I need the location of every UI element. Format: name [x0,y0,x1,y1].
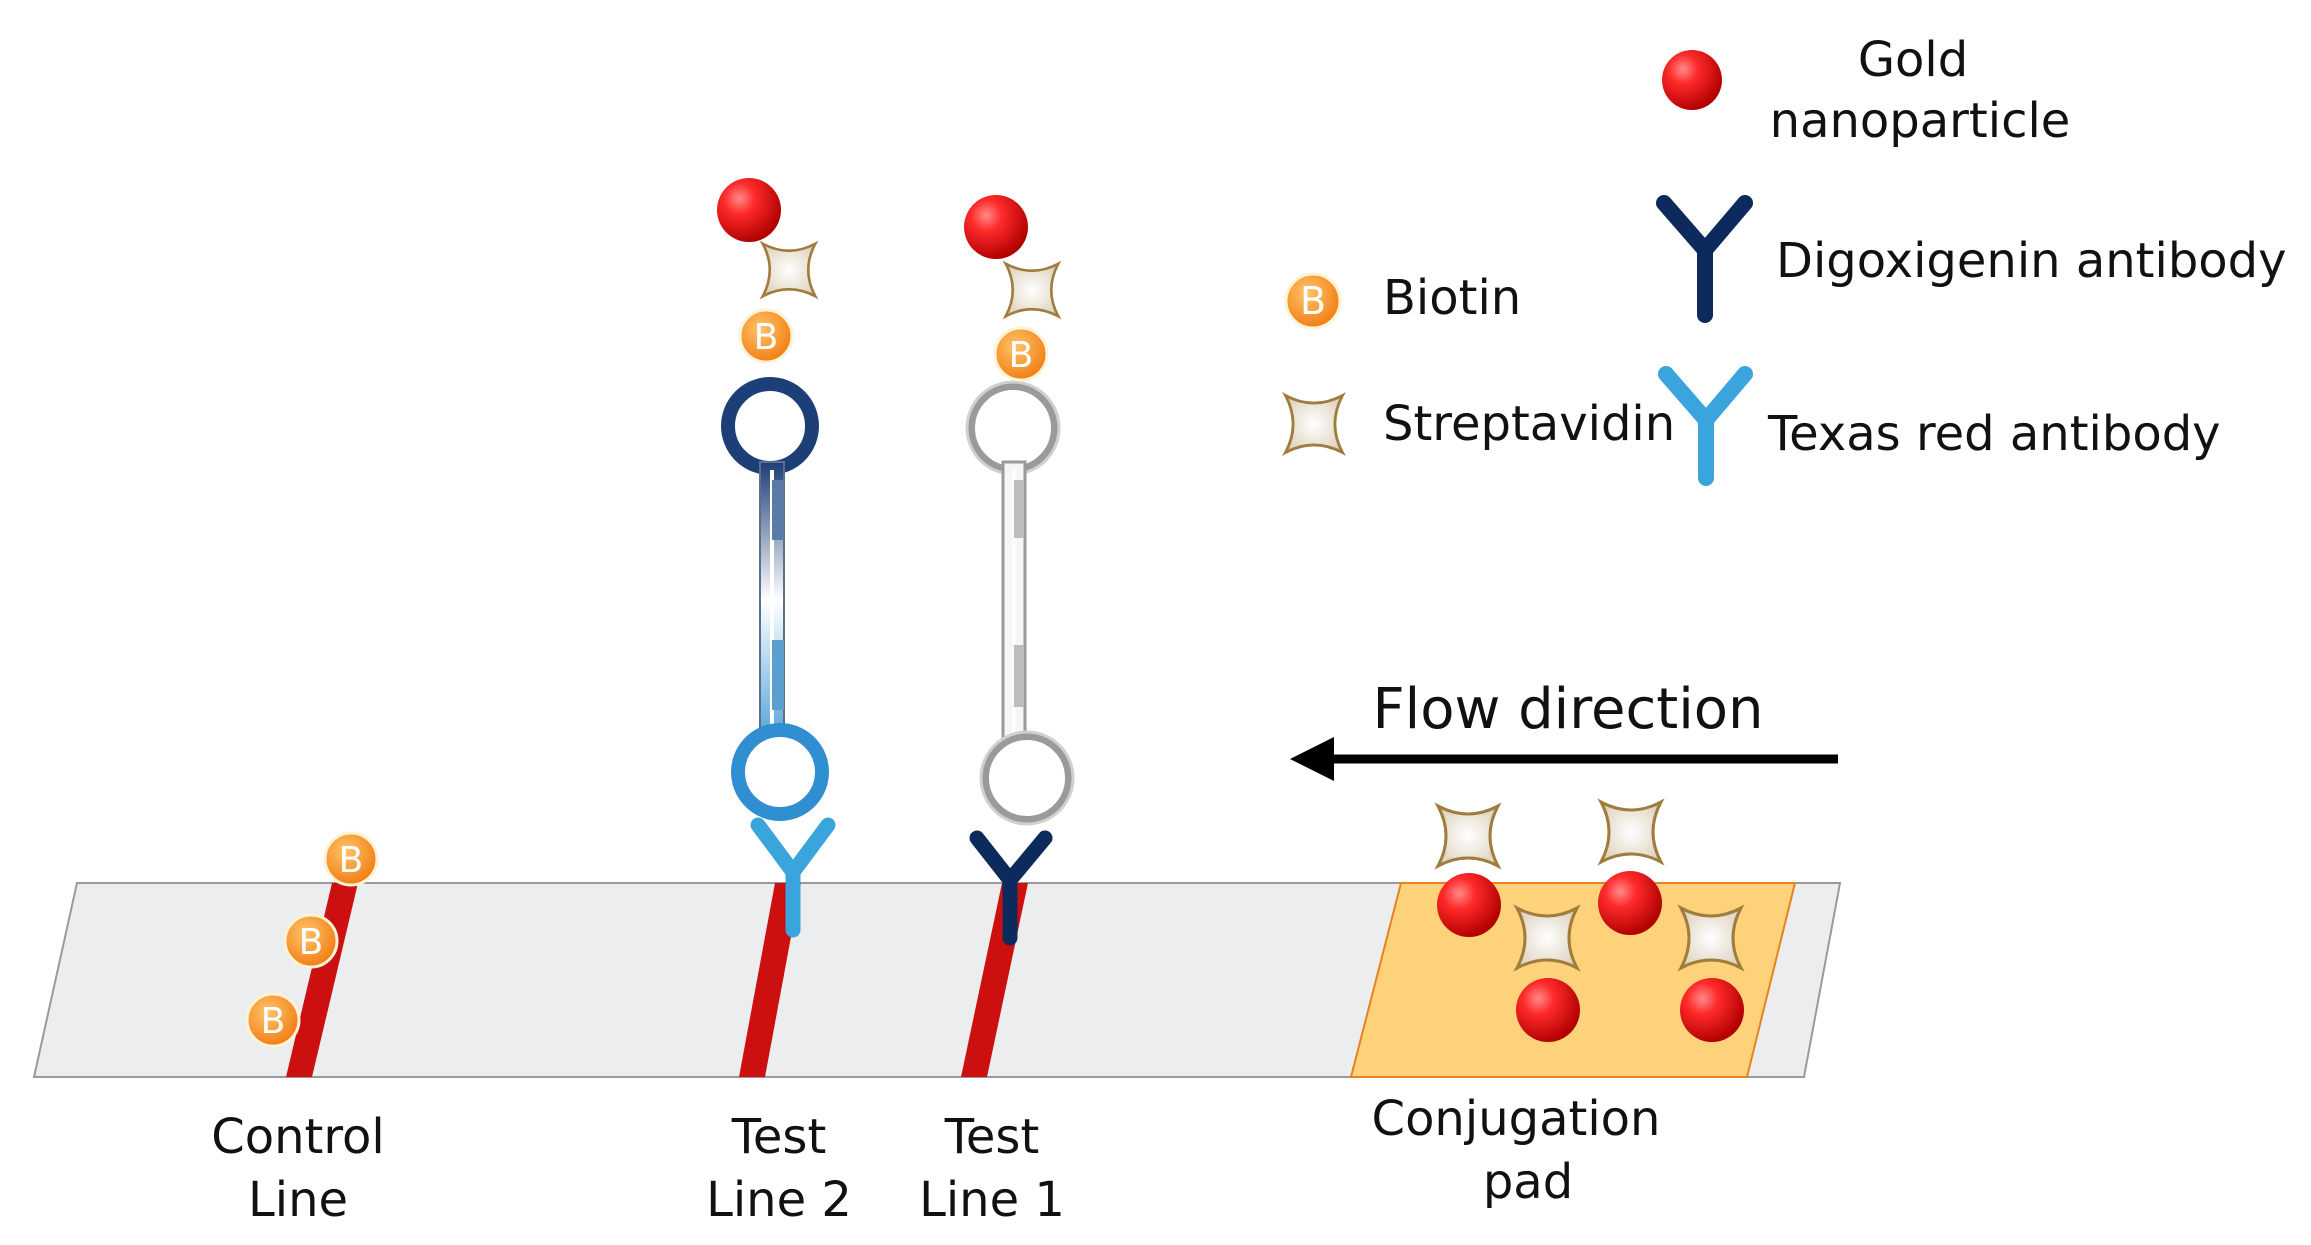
test-line-1-label-2: Line 1 [919,1172,1065,1228]
biotin-glyph: B [1009,335,1034,376]
control-line-label-2: Line [248,1172,348,1228]
biotin-icon: B [323,831,379,887]
biotin-glyph: B [339,840,364,881]
legend-gold-label-1: Gold [1858,32,1968,88]
hairpin-probe-2 [721,377,829,821]
legend: Gold nanoparticle Digoxigenin antibody B… [1284,32,2287,486]
gold-nanoparticle-icon [1680,978,1744,1042]
control-biotins: B B B [245,831,379,1048]
streptavidin-icon [1436,804,1500,868]
control-line-label-1: Control [211,1109,385,1165]
legend-biotin-label: Biotin [1383,270,1521,326]
legend-streptavidin-icon [1284,394,1344,454]
conjugation-pad-label-2: pad [1483,1154,1573,1210]
gold-nanoparticle-icon [1437,873,1501,937]
probe-2-top-conjugate: B [717,178,817,364]
legend-digoxigenin-label: Digoxigenin antibody [1776,233,2287,289]
probe-1-top-conjugate: B [964,195,1060,382]
legend-gold-label-2: nanoparticle [1770,93,2071,149]
legend-biotin-icon: B [1284,272,1342,330]
conjugation-pad-label-1: Conjugation [1372,1091,1661,1147]
biotin-glyph: B [1300,279,1326,323]
gold-nanoparticle-icon [1598,871,1662,935]
flow-direction-label: Flow direction [1372,677,1763,742]
texas-red-antibody-icon [750,817,836,938]
hairpin-probe-1 [965,380,1075,826]
legend-texas-red-antibody-icon [1658,366,1753,486]
legend-texas-red-label: Texas red antibody [1767,406,2221,462]
gold-nanoparticle-icon [964,195,1028,259]
digoxigenin-antibody-icon [969,830,1053,946]
biotin-glyph: B [754,317,779,358]
test-line-2 [739,883,801,1077]
control-line [286,883,358,1077]
biotin-icon: B [993,326,1049,382]
flow-arrow [1290,737,1838,781]
test-line-1-label-1: Test [944,1109,1040,1165]
gold-nanoparticle-icon [1662,50,1722,110]
biotin-icon: B [738,308,794,364]
streptavidin-icon [761,242,817,298]
streptavidin-icon [1599,800,1663,864]
biotin-glyph: B [261,1001,286,1042]
legend-digoxigenin-antibody-icon [1656,195,1753,323]
gold-nanoparticle-icon [717,178,781,242]
test-line-2-label-2: Line 2 [706,1172,852,1228]
biotin-glyph: B [299,922,324,963]
test-line-2-label-1: Test [731,1109,827,1165]
pad-conjugates [1436,800,1744,1042]
streptavidin-icon [1679,906,1743,970]
streptavidin-icon [1004,262,1060,318]
biotin-icon: B [283,913,339,969]
legend-streptavidin-label: Streptavidin [1383,396,1675,452]
gold-nanoparticle-icon [1516,978,1580,1042]
streptavidin-icon [1515,906,1579,970]
biotin-icon: B [245,992,301,1048]
